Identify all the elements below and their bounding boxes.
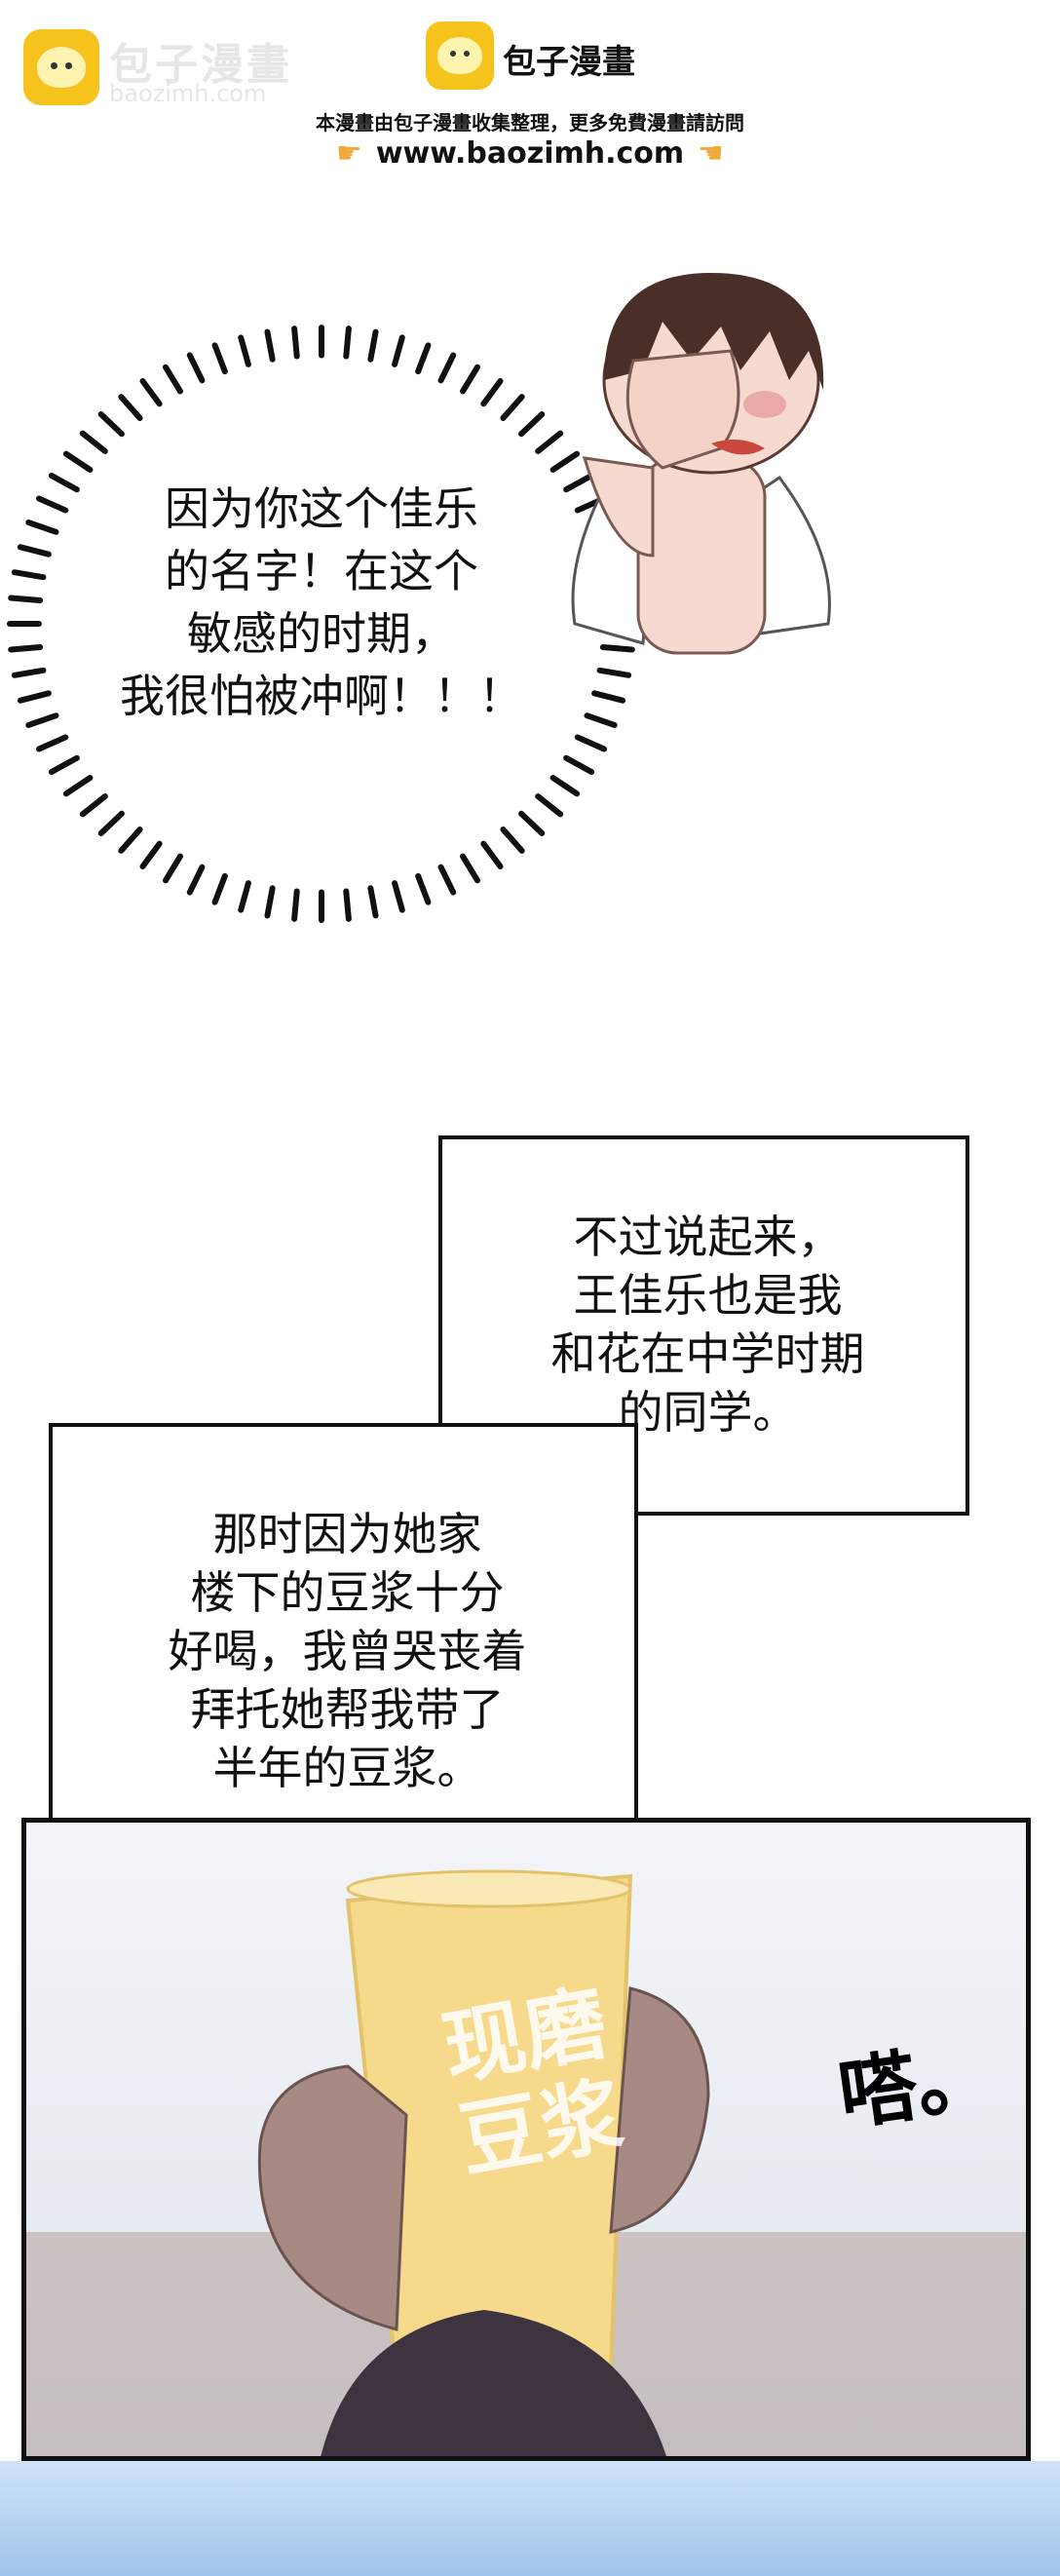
bubble-spike	[186, 864, 206, 896]
bubble-spike	[48, 754, 80, 775]
bubble-spike	[591, 690, 626, 704]
bubble-spike	[392, 334, 405, 367]
narration-box: 那时因为她家 楼下的豆浆十分 好喝，我曾哭丧着 拜托她帮我带了 半年的豆浆。	[49, 1423, 638, 1891]
bubble-spike	[584, 712, 618, 728]
bubble-spike	[264, 885, 276, 919]
watermark-text: 包子漫畫	[109, 40, 292, 90]
narration-box: 不过说起来， 王佳乐也是我 和花在中学时期 的同学。	[438, 1135, 969, 1516]
bubble-spike	[367, 885, 379, 919]
bubble-spike	[535, 793, 564, 818]
bubble-spike	[8, 644, 44, 653]
bubble-spike	[460, 364, 480, 395]
bubble-spike	[97, 810, 125, 836]
bubble-spike	[48, 473, 80, 493]
bubble-spike	[392, 880, 405, 913]
watermark-logo-icon	[23, 29, 99, 105]
bubble-spike	[163, 853, 183, 884]
narration-line: 半年的豆浆。	[212, 1742, 482, 1794]
bubble-spike	[118, 827, 143, 854]
bubble-line: 我很怕被冲啊！！！	[120, 670, 523, 722]
bubble-line: 敏感的时期，	[187, 607, 456, 660]
bubble-spike	[186, 352, 206, 384]
bubble-spike	[549, 775, 581, 797]
bubble-spike	[343, 888, 352, 922]
bubble-spike	[97, 411, 125, 438]
site-notice: 本漫畫由包子漫畫收集整理，更多免費漫畫請訪問	[316, 111, 744, 135]
bubble-spike	[25, 712, 59, 728]
bubble-spike	[415, 872, 432, 905]
bubble-spike	[480, 840, 504, 870]
bubble-spike	[599, 644, 635, 653]
bubble-spike	[535, 430, 564, 454]
bubble-spike	[596, 667, 632, 678]
bubble-spike	[139, 377, 163, 407]
bubble-spike	[62, 450, 94, 473]
bubble-spike	[35, 495, 69, 514]
narration-line: 那时因为她家	[212, 1508, 482, 1560]
cup-label: 现磨豆浆	[435, 1974, 630, 2190]
bubble-spike	[563, 754, 595, 775]
pointing-hand-icon: ☛	[335, 136, 362, 171]
narration-text: 那时因为她家 楼下的豆浆十分 好喝，我曾哭丧着 拜托她帮我带了 半年的豆浆。	[72, 1505, 623, 1797]
bubble-spike	[79, 430, 108, 454]
narration-line: 王佳乐也是我	[573, 1269, 843, 1322]
soy-milk-cup-illustration	[26, 1869, 1026, 2456]
bubble-spike	[238, 880, 251, 913]
bubble-spike	[518, 810, 546, 836]
bubble-spike	[480, 377, 504, 407]
site-name: 包子漫畫	[503, 43, 635, 82]
bubble-spike	[460, 853, 480, 884]
bubble-spike	[238, 334, 251, 367]
bubble-spike	[35, 734, 69, 752]
bubble-spike	[500, 827, 525, 854]
bubble-spike	[11, 667, 47, 678]
narration-line: 拜托她帮我带了	[190, 1683, 505, 1736]
bubble-spike	[25, 519, 59, 535]
bubble-spike	[211, 342, 228, 375]
bubble-spike	[549, 450, 581, 473]
bubble-spike	[437, 864, 457, 896]
bubble-spike	[62, 775, 94, 797]
narration-line: 不过说起来，	[573, 1211, 843, 1263]
bubble-spike	[79, 793, 108, 818]
bubble-line: 因为你这个佳乐	[165, 482, 478, 535]
bottom-background-strip	[0, 2461, 1060, 2576]
bubble-spike	[343, 326, 352, 360]
chibi-character-illustration	[571, 273, 831, 655]
narration-line: 楼下的豆浆十分	[190, 1566, 505, 1619]
bubble-spike	[211, 872, 228, 905]
narration-line: 和花在中学时期	[550, 1327, 865, 1380]
bubble-spike	[367, 328, 379, 363]
pointing-hand-icon: ☛	[698, 136, 725, 171]
bubble-spike	[11, 569, 47, 581]
bubble-line: 的名字！在这个	[165, 545, 478, 597]
site-logo-icon	[426, 21, 494, 90]
narration-line: 的同学。	[618, 1386, 798, 1439]
site-url-row[interactable]: ☛ www.baozimh.com ☛	[0, 136, 1060, 171]
comic-panel: 现磨豆浆	[21, 1818, 1031, 2461]
watermark-url: baozimh.com	[109, 80, 267, 107]
bubble-spike	[118, 394, 143, 421]
bubble-spike	[500, 394, 525, 421]
bubble-spike	[264, 328, 276, 363]
site-url[interactable]: www.baozimh.com	[375, 136, 685, 171]
bubble-spike	[291, 888, 300, 922]
bubble-spike	[415, 342, 432, 375]
bubble-spike	[139, 840, 163, 870]
bubble-spike	[574, 734, 608, 752]
bubble-spike	[17, 690, 52, 704]
bubble-spike	[518, 411, 546, 438]
bubble-spike	[437, 352, 457, 384]
narration-line: 好喝，我曾哭丧着	[168, 1625, 527, 1677]
bubble-spike	[17, 544, 52, 557]
narration-text: 不过说起来， 王佳乐也是我 和花在中学时期 的同学。	[462, 1208, 954, 1442]
bubble-spike	[563, 473, 595, 493]
bubble-spike	[8, 595, 44, 603]
bubble-spike	[291, 326, 300, 360]
sound-effect-text: 嗒。	[833, 2028, 1001, 2141]
bubble-spike	[163, 364, 183, 395]
speech-bubble-text: 因为你这个佳乐 的名字！在这个 敏感的时期， 我很怕被冲啊！！！	[88, 478, 555, 727]
